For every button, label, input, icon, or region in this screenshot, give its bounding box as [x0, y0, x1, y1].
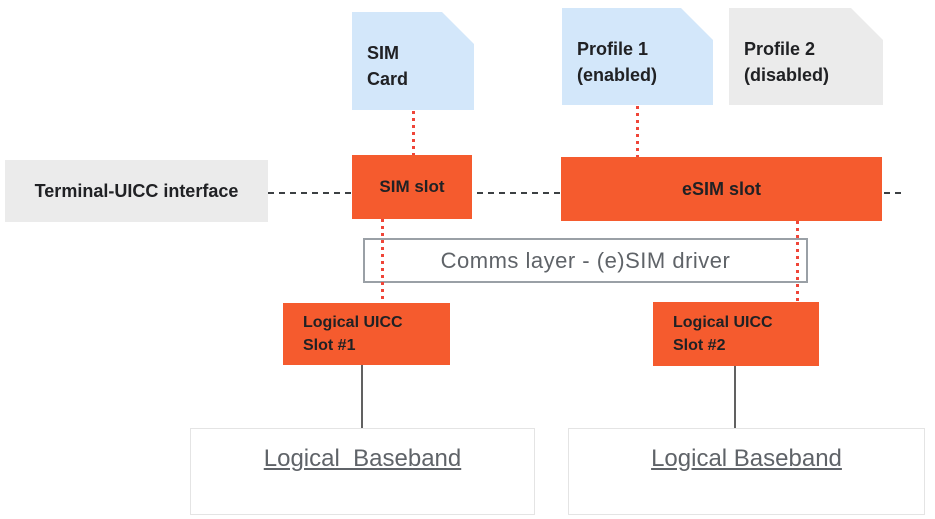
uicc-slot2-label-line2: Slot #2 [673, 337, 726, 354]
logical-baseband1-node: Logical Baseband [190, 428, 535, 515]
sim-card-label-line1: SIM [367, 43, 400, 63]
terminal-uicc-interface-text: Terminal-UICC interface [34, 180, 239, 201]
baseband1-label: Logical Baseband [263, 445, 462, 472]
connector-simslot-to-uicc1 [381, 219, 384, 303]
profile2-label-line2: (disabled) [744, 64, 830, 85]
logical-baseband2-node: Logical Baseband [568, 428, 925, 515]
profile1-label-line2: (enabled) [577, 64, 658, 85]
sim-card-label-line2: Card [367, 69, 409, 89]
esim-slot-node: eSIM slot [561, 157, 882, 221]
terminal-uicc-interface-label: Terminal-UICC interface [5, 160, 268, 222]
connector-esimslot-to-uicc2 [796, 221, 799, 302]
comms-layer-label: Comms layer - (e)SIM driver [440, 247, 731, 273]
logical-uicc-slot1-node: Logical UICC Slot #1 [283, 303, 450, 365]
sim-card-node: SIM Card [352, 12, 474, 110]
logical-uicc-slot2-node: Logical UICC Slot #2 [653, 302, 819, 366]
uicc-slot2-label-line1: Logical UICC [673, 314, 773, 331]
connector-simcard-to-simslot [412, 111, 415, 155]
profile2-label-line1: Profile 2 [744, 38, 816, 59]
connector-uicc2-to-baseband2 [734, 366, 736, 428]
connector-profile1-to-esimslot [636, 106, 639, 157]
profile1-label-line1: Profile 1 [577, 38, 649, 59]
profile2-disabled-node: Profile 2 (disabled) [729, 8, 883, 105]
uicc-slot1-label-line2: Slot #1 [303, 337, 356, 354]
sim-slot-label: SIM slot [379, 177, 445, 196]
uicc-slot1-label-line1: Logical UICC [303, 314, 403, 331]
comms-layer-node: Comms layer - (e)SIM driver [363, 238, 808, 283]
profile1-enabled-node: Profile 1 (enabled) [562, 8, 713, 105]
sim-slot-node: SIM slot [352, 155, 472, 219]
connector-uicc1-to-baseband1 [361, 365, 363, 428]
esim-slot-label: eSIM slot [681, 178, 761, 199]
baseband2-label: Logical Baseband [651, 445, 842, 472]
